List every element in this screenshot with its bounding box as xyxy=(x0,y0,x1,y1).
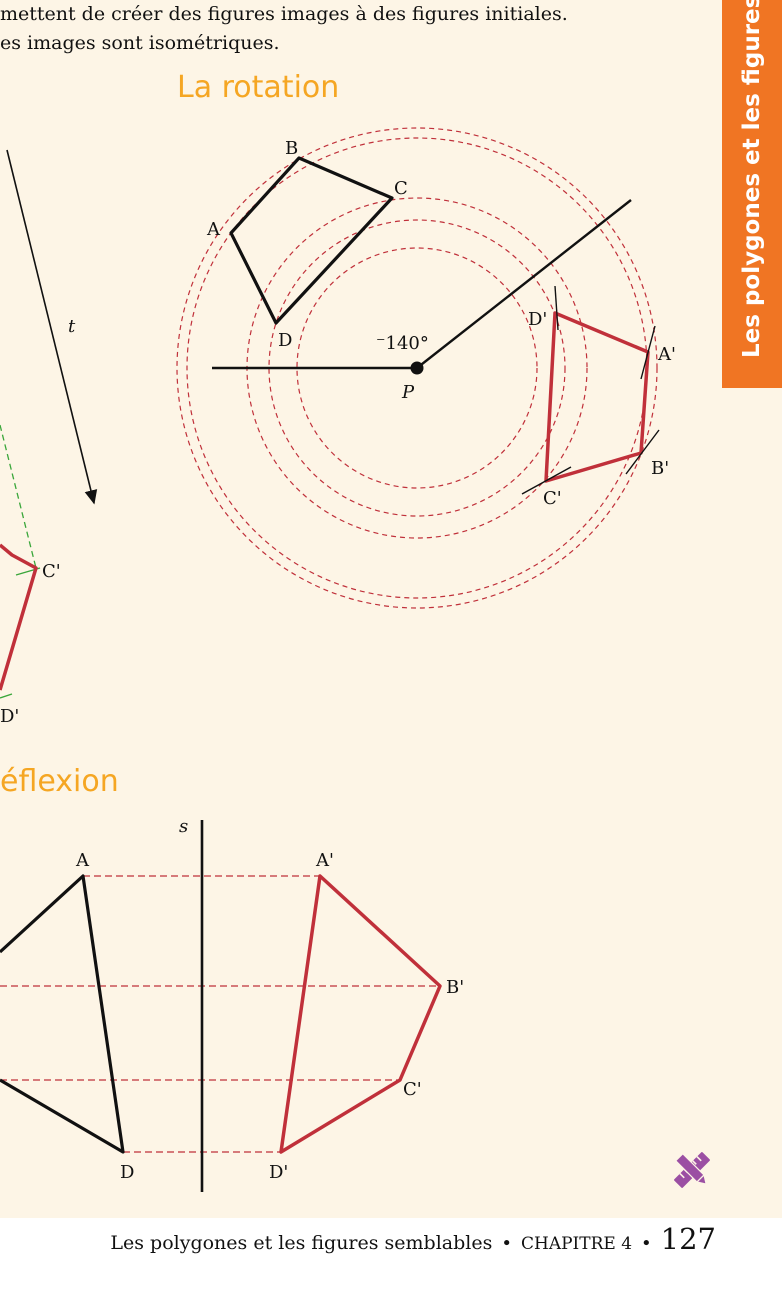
rotation-circle xyxy=(296,247,538,489)
translation-image-polygon xyxy=(0,543,38,691)
rotation-tick-c xyxy=(521,466,572,495)
footer-chapter: CHAPITRE 4 xyxy=(520,1234,633,1254)
rotation-circle xyxy=(176,127,658,609)
rotation-tick-d xyxy=(554,285,559,331)
translation-label-c-prime: C' xyxy=(42,561,61,582)
rotation-tick-b xyxy=(625,429,660,475)
rotation-label-b: B xyxy=(285,138,298,159)
rotation-label-c: C xyxy=(394,178,408,199)
footer-page-number: 127 xyxy=(660,1222,716,1256)
rotation-label-d-prime: D' xyxy=(528,309,547,330)
translation-guide-line xyxy=(0,424,37,569)
intro-text-line-1: mettent de créer des figures images à de… xyxy=(0,3,568,25)
reflexion-figure xyxy=(0,820,442,1192)
rotation-tick-a xyxy=(640,325,656,380)
translation-vector-label: t xyxy=(68,316,76,337)
rotation-label-c-prime: C' xyxy=(543,488,562,509)
reflexion-axis-label: s xyxy=(179,816,188,837)
rotation-center-label: P xyxy=(401,382,415,403)
translation-label-d-prime: D' xyxy=(0,706,19,727)
rotation-angle-label: ⁻140° xyxy=(376,333,429,354)
rotation-label-a: A xyxy=(206,219,221,240)
geometry-figures: éflexion t C' D' A B C D A' B' C' D' ⁻14… xyxy=(0,127,676,1192)
reflexion-label-c-prime: C' xyxy=(403,1079,422,1100)
reflexion-image-polygon xyxy=(279,874,442,1154)
page-background xyxy=(0,0,782,1218)
translation-vector xyxy=(6,149,98,505)
footer-bullet: • xyxy=(641,1233,652,1254)
chapter-side-tab[interactable]: Les polygones et les figures sem xyxy=(722,0,782,388)
reflexion-label-d-prime: D' xyxy=(269,1162,288,1183)
reflexion-label-d: D xyxy=(120,1162,134,1183)
rotation-image-polygon xyxy=(544,311,650,483)
rotation-center-point xyxy=(410,361,424,375)
reflexion-label-b-prime: B' xyxy=(446,977,464,998)
rotation-ray-end xyxy=(416,199,632,369)
footer-bullet: • xyxy=(501,1233,512,1254)
page-footer: Les polygones et les figures semblables … xyxy=(0,1222,716,1262)
translation-figure xyxy=(0,149,98,699)
rotation-section-title: La rotation xyxy=(177,70,340,105)
translation-tick xyxy=(0,693,13,699)
intro-text-line-2: es images sont isométriques. xyxy=(0,32,280,54)
footer-running-title: Les polygones et les figures semblables xyxy=(110,1232,493,1254)
reflexion-label-a: A xyxy=(75,850,90,871)
rotation-original-polygon xyxy=(229,156,394,325)
rotation-label-d: D xyxy=(278,330,292,351)
rotation-label-a-prime: A' xyxy=(657,344,676,365)
rotation-figure xyxy=(176,127,660,609)
ruler-pencil-icon xyxy=(674,1152,710,1188)
reflexion-original-polygon xyxy=(0,874,125,1154)
reflexion-section-title: éflexion xyxy=(0,764,119,799)
rotation-label-b-prime: B' xyxy=(651,458,669,479)
rotation-circle xyxy=(268,219,566,517)
reflexion-label-a-prime: A' xyxy=(315,850,334,871)
